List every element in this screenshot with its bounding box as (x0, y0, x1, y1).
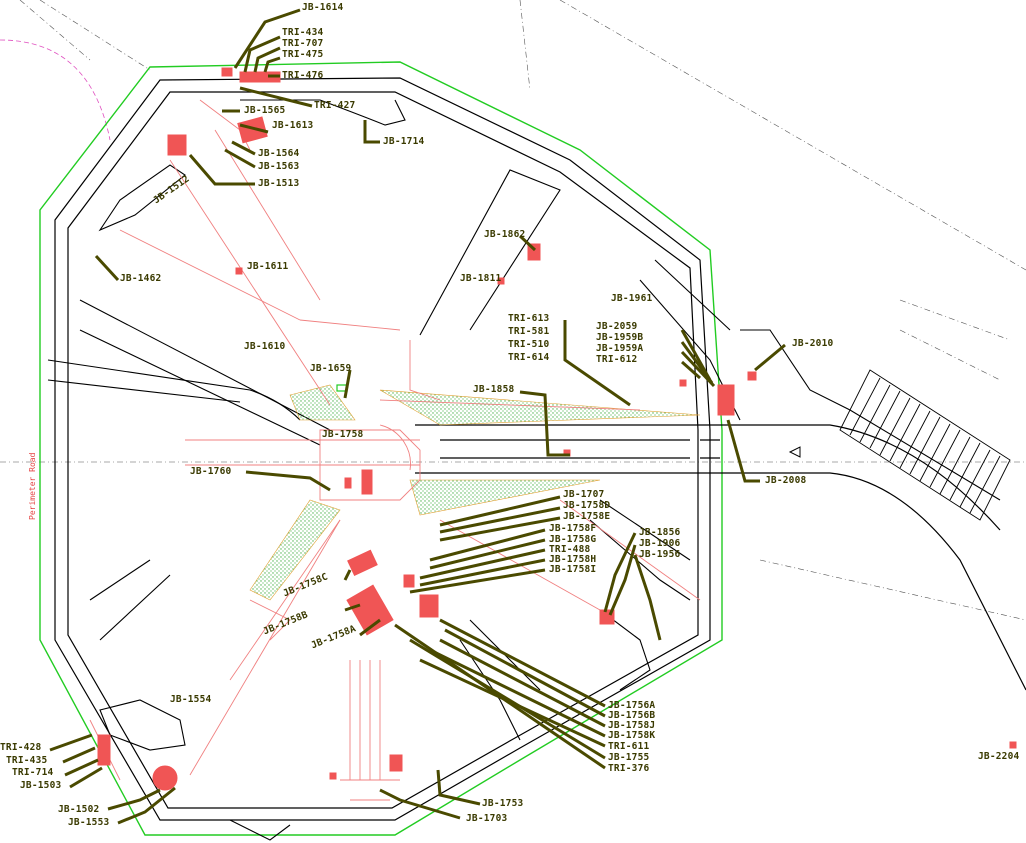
label-jb1502[interactable]: JB-1502 (58, 804, 100, 815)
direction-arrow-icon (788, 446, 801, 458)
label-tri614[interactable]: TRI-614 (508, 352, 550, 363)
label-jb1553[interactable]: JB-1553 (68, 817, 110, 828)
label-jb1758e[interactable]: JB-1758E (563, 511, 611, 522)
label-jb1554[interactable]: JB-1554 (170, 694, 212, 705)
label-jb1858[interactable]: JB-1858 (473, 384, 515, 395)
label-jb1961[interactable]: JB-1961 (611, 293, 653, 304)
label-jb2010[interactable]: JB-2010 (792, 338, 834, 349)
label-jb1758f[interactable]: JB-1758F (549, 523, 597, 534)
label-tri435[interactable]: TRI-435 (6, 755, 48, 766)
label-jb1610[interactable]: JB-1610 (244, 341, 286, 352)
property-arc (0, 39, 111, 141)
label-tri707[interactable]: TRI-707 (282, 38, 324, 49)
label-jb1462[interactable]: JB-1462 (120, 273, 162, 284)
label-jb1611[interactable]: JB-1611 (247, 261, 289, 272)
buildings (97, 67, 1017, 791)
label-tri427[interactable]: TRI-427 (314, 100, 356, 111)
label-jb1565[interactable]: JB-1565 (244, 105, 286, 116)
label-tri475[interactable]: TRI-475 (282, 49, 324, 60)
main-avenue (415, 424, 1026, 691)
label-jb1756b[interactable]: JB-1756B (608, 710, 656, 721)
label-jb1707[interactable]: JB-1707 (563, 489, 605, 500)
label-tri476[interactable]: TRI-476 (282, 70, 324, 81)
site-boundary (39, 61, 723, 836)
perimeter-road-label: Perimeter Road (28, 452, 37, 520)
label-jb1614[interactable]: JB-1614 (302, 2, 344, 13)
label-jb1959a[interactable]: JB-1959A (596, 343, 644, 354)
label-tri611[interactable]: TRI-611 (608, 741, 650, 752)
facility-plan (89, 99, 701, 801)
label-jb2204[interactable]: JB-2204 (978, 751, 1020, 762)
parking-lot (839, 369, 1011, 521)
label-jb1760[interactable]: JB-1760 (190, 466, 232, 477)
label-jb1564[interactable]: JB-1564 (258, 148, 300, 159)
label-tri428[interactable]: TRI-428 (0, 742, 42, 753)
label-jb1758[interactable]: JB-1758 (322, 429, 364, 440)
leader-lines (49, 8, 786, 825)
label-jb1956[interactable]: JB-1956 (639, 549, 681, 560)
label-jb1811[interactable]: JB-1811 (460, 273, 502, 284)
label-tri612[interactable]: TRI-612 (596, 354, 638, 365)
label-jb1758d[interactable]: JB-1758D (563, 500, 611, 511)
interior-roads (47, 99, 1001, 841)
label-tri510[interactable]: TRI-510 (508, 339, 550, 350)
label-jb1563[interactable]: JB-1563 (258, 161, 300, 172)
label-tri613[interactable]: TRI-613 (508, 313, 550, 324)
label-jb1758i[interactable]: JB-1758I (549, 564, 597, 575)
construction-lines (0, 0, 1026, 621)
label-tri434[interactable]: TRI-434 (282, 27, 324, 38)
perimeter-road (54, 77, 711, 821)
label-jb1758h[interactable]: JB-1758H (549, 554, 597, 565)
label-jb2008[interactable]: JB-2008 (765, 475, 807, 486)
label-jb1959b[interactable]: JB-1959B (596, 332, 644, 343)
label-tri376[interactable]: TRI-376 (608, 763, 650, 774)
label-jb1703[interactable]: JB-1703 (466, 813, 508, 824)
label-jb1714[interactable]: JB-1714 (383, 136, 425, 147)
label-jb1906[interactable]: JB-1906 (639, 538, 681, 549)
label-tri581[interactable]: TRI-581 (508, 326, 550, 337)
label-jb1753[interactable]: JB-1753 (482, 798, 524, 809)
label-jb1513[interactable]: JB-1513 (258, 178, 300, 189)
label-jb1856[interactable]: JB-1856 (639, 527, 681, 538)
label-jb1756a[interactable]: JB-1756A (608, 700, 656, 711)
label-jb2059[interactable]: JB-2059 (596, 321, 638, 332)
label-tri714[interactable]: TRI-714 (12, 767, 54, 778)
label-jb1755[interactable]: JB-1755 (608, 752, 650, 763)
label-jb1862[interactable]: JB-1862 (484, 229, 526, 240)
label-jb1503[interactable]: JB-1503 (20, 780, 62, 791)
label-jb1758k[interactable]: JB-1758K (608, 730, 656, 741)
label-tri488[interactable]: TRI-488 (549, 544, 591, 555)
label-jb1659[interactable]: JB-1659 (310, 363, 352, 374)
label-jb1758j[interactable]: JB-1758J (608, 720, 656, 731)
vegetation (249, 384, 701, 601)
label-jb1613[interactable]: JB-1613 (272, 120, 314, 131)
label-jb1758g[interactable]: JB-1758G (549, 534, 597, 545)
